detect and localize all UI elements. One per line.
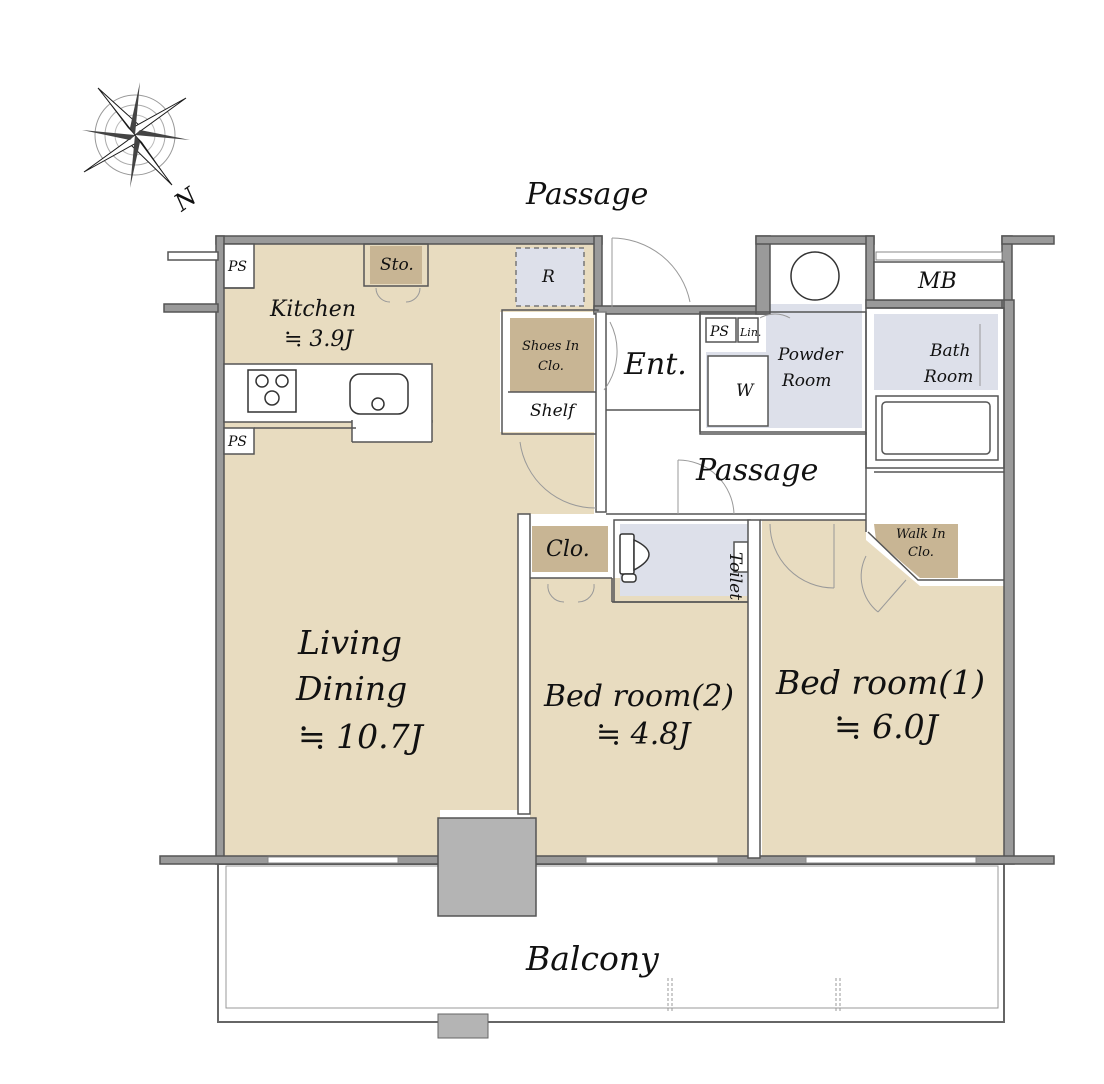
compass-icon: [82, 82, 190, 188]
mb-label: MB: [917, 269, 957, 294]
walkin-closet-label-1: Walk In: [896, 527, 946, 542]
entrance-label: Ent.: [623, 347, 687, 382]
fixtures: [247, 251, 840, 583]
compass-north-label: N: [168, 181, 203, 217]
pillar: [437, 817, 537, 917]
toilet-label: Toilet: [725, 552, 745, 600]
sink-icon: [349, 373, 409, 415]
passage-mid-label: Passage: [695, 453, 818, 488]
ps-kitchen-bottom-label: PS: [227, 434, 247, 450]
windows: [267, 251, 1003, 864]
kitchen-size-label: ≒ 3.9J: [284, 327, 354, 352]
passage-top-label: Passage: [525, 177, 648, 212]
door-swings: [375, 237, 981, 613]
bed-room-1-label: Bed room(1): [775, 663, 985, 702]
powder-room-label-1: Powder: [777, 345, 843, 365]
closet-label: Clo.: [546, 537, 590, 562]
sto-label: Sto.: [380, 255, 414, 275]
shelf-label: Shelf: [530, 401, 577, 421]
bed-room-2-label: Bed room(2): [543, 679, 734, 714]
kitchen-label: Kitchen: [269, 297, 356, 322]
lin-label: Lin.: [739, 326, 761, 339]
toilet-icon: [619, 533, 635, 575]
bath-room-label-1: Bath: [929, 341, 970, 361]
walkin-closet-label-2: Clo.: [908, 545, 934, 560]
living-size-label: ≒ 10.7J: [298, 717, 425, 756]
balcony-label: Balcony: [525, 939, 659, 978]
bed-room-1-size-label: ≒ 6.0J: [834, 707, 940, 746]
bath-room-label-2: Room: [923, 367, 973, 387]
shoes-closet-label-1: Shoes In: [522, 339, 579, 354]
bed-room-2-size-label: ≒ 4.8J: [596, 717, 692, 752]
living-label-1: Living: [297, 623, 402, 662]
powder-room-label-2: Room: [781, 371, 831, 391]
washer-label: W: [736, 381, 755, 401]
shoes-closet-label-2: Clo.: [538, 359, 564, 374]
living-label-2: Dining: [295, 669, 407, 708]
ps-entry-label: PS: [709, 324, 729, 340]
washbasin-icon: [790, 251, 840, 301]
ps-kitchen-top-label: PS: [227, 259, 247, 275]
r-label: R: [541, 267, 555, 287]
